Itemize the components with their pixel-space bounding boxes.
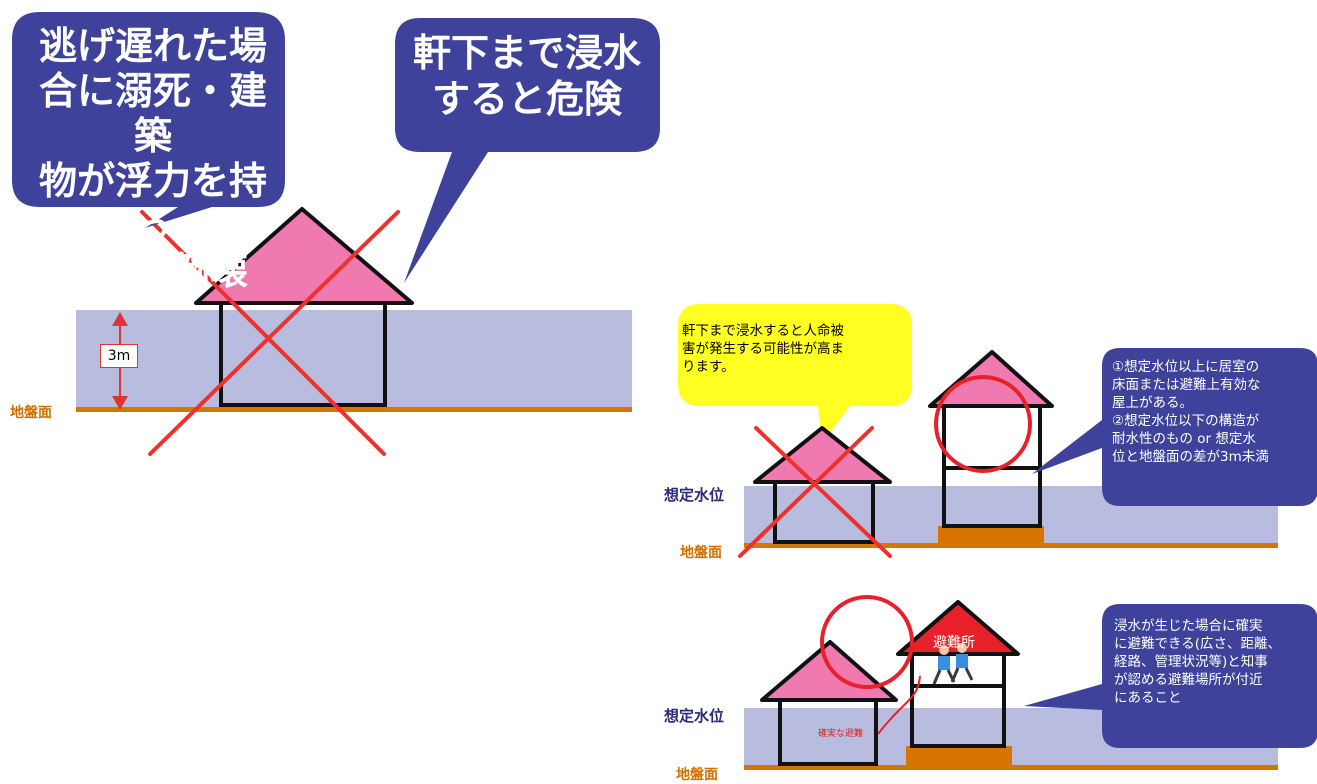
blue-callout-1 <box>1032 348 1317 506</box>
speech-bubble-danger <box>395 18 660 283</box>
ground-line <box>76 407 632 412</box>
ground-label: 地盤面 <box>10 405 52 421</box>
highlight-circle-1 <box>934 375 1032 473</box>
cross-mark-large <box>140 210 400 456</box>
speech-bubble-drowning <box>12 12 285 228</box>
shelter-building <box>896 600 1020 766</box>
ground-label: 地盤面 <box>680 545 722 561</box>
yellow-note-text: 軒下まで浸水すると人命被 害が発生する可能性が高ま ります。 <box>682 323 844 375</box>
foundation <box>938 526 1044 546</box>
shelter-foundation <box>906 746 1012 766</box>
depth-label: 3m <box>100 344 138 368</box>
condition-1-text: ①想定水位以上に居室の 床面または避難上有効な 屋上がある。 ②想定水位以下の構… <box>1112 359 1269 465</box>
bubble-danger-text: 軒下まで浸水 すると危険 <box>412 31 641 121</box>
yellow-callout <box>678 304 912 443</box>
bubble-drowning-text: 逃げ遅れた場 合に溺死・建築 物が浮力を持っ て家屋倒壊 <box>38 24 267 293</box>
house-flooded <box>753 426 892 544</box>
ground-label: 地盤面 <box>676 767 718 783</box>
highlight-circle-2 <box>820 595 914 689</box>
shelter-label: 避難所 <box>933 635 975 651</box>
cross-mark-small <box>738 426 892 558</box>
evacuation-route-curve <box>877 675 921 735</box>
condition-2-text: 浸水が生じた場合に確実 に避難できる(広さ、距離、 経路、管理状況等)と知事 が… <box>1114 618 1281 706</box>
blue-callout-2 <box>1024 604 1317 748</box>
water-level-label: 想定水位 <box>664 707 725 725</box>
water-level-label: 想定水位 <box>664 486 725 504</box>
flood-water-area <box>76 310 632 408</box>
ground-line-3 <box>744 765 1278 770</box>
running-people-icon <box>932 643 974 685</box>
safe-evacuation-label: 確実な避難 <box>818 729 864 739</box>
